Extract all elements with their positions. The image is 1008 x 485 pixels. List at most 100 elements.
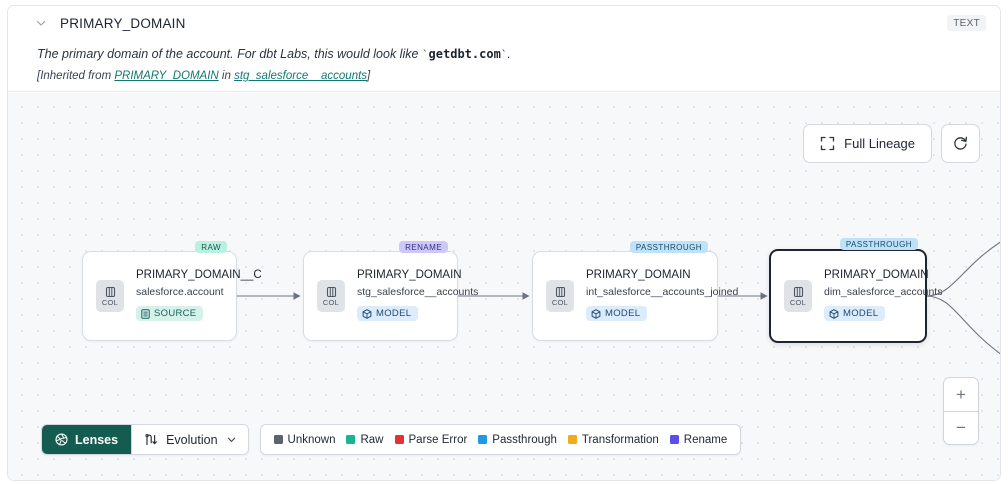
- lineage-node[interactable]: RENAME COL PRIMARY_DOMAIN stg_salesforce…: [303, 241, 478, 341]
- legend-label: Passthrough: [492, 433, 557, 446]
- cube-icon: [362, 308, 372, 319]
- canvas-bottom-bar: Lenses Evolution: [41, 424, 742, 455]
- column-chip: COL: [546, 280, 574, 312]
- column-icon: [105, 286, 115, 297]
- node-text: PRIMARY_DOMAIN dim_salesforce_accounts M…: [824, 268, 942, 324]
- node-kind-badge: MODEL: [824, 306, 886, 322]
- legend-label: Transformation: [581, 433, 659, 446]
- inherited-mid: in: [218, 70, 235, 82]
- inherited-suffix: ]: [367, 70, 371, 82]
- column-chip: COL: [317, 280, 345, 312]
- legend-item: Passthrough: [478, 434, 557, 446]
- node-kind-label: MODEL: [843, 308, 879, 320]
- zoom-controls: + −: [943, 377, 979, 445]
- description-suffix: .: [507, 47, 511, 61]
- lineage-canvas[interactable]: RAW COL PRIMARY_DOMAIN__C salesforce.acc…: [8, 93, 1000, 480]
- node-name: PRIMARY_DOMAIN: [824, 269, 929, 282]
- legend-item: Rename: [669, 433, 728, 446]
- inherited-model-link[interactable]: stg_salesforce__accounts: [234, 70, 368, 82]
- lineage-node[interactable]: RAW COL PRIMARY_DOMAIN__C salesforce.acc…: [82, 241, 262, 341]
- description-code: getdbt.com: [428, 47, 501, 61]
- type-badge: TEXT: [947, 15, 986, 31]
- legend-swatch: [394, 435, 404, 444]
- database-icon: [141, 309, 150, 319]
- column-chip-label: COL: [322, 297, 340, 307]
- node-name: PRIMARY_DOMAIN: [357, 269, 462, 282]
- canvas-top-controls: Full Lineage: [803, 124, 980, 163]
- node-tag: PASSTHROUGH: [629, 241, 708, 253]
- inherited-column-link[interactable]: PRIMARY_DOMAIN: [114, 70, 219, 82]
- column-icon: [555, 286, 565, 297]
- full-lineage-button[interactable]: Full Lineage: [803, 124, 932, 163]
- legend-label: Unknown: [287, 433, 336, 446]
- backtick-open: `: [421, 48, 429, 61]
- column-detail-card: PRIMARY_DOMAIN TEXT The primary domain o…: [7, 5, 1001, 481]
- node-tag: RENAME: [399, 241, 448, 253]
- node-tag: RAW: [195, 241, 227, 253]
- legend-swatch: [669, 435, 679, 444]
- chevron-down-icon[interactable]: [34, 16, 48, 30]
- backtick-close: `: [500, 48, 508, 61]
- chevron-down-icon: [226, 434, 237, 445]
- node-kind-badge: MODEL: [357, 306, 419, 322]
- lineage-node-selected[interactable]: PASSTHROUGH COL PRIMARY_DOMAIN dim_sales…: [769, 238, 942, 343]
- evolution-dropdown[interactable]: Evolution: [131, 425, 248, 454]
- zoom-out-button[interactable]: −: [944, 411, 978, 444]
- header-row: PRIMARY_DOMAIN TEXT: [8, 6, 1000, 40]
- column-chip-label: COL: [551, 297, 569, 307]
- node-subtitle: salesforce.account: [136, 286, 224, 299]
- legend-item: Parse Error: [394, 433, 468, 446]
- inherited-note: [Inherited from PRIMARY_DOMAIN in stg_sa…: [8, 63, 1000, 82]
- node-subtitle: stg_salesforce__accounts: [357, 286, 479, 299]
- node-kind-label: MODEL: [605, 308, 641, 320]
- lenses-button[interactable]: Lenses: [42, 425, 132, 454]
- legend-swatch: [273, 435, 283, 444]
- legend-item: Unknown: [273, 433, 336, 446]
- legend-item: Transformation: [567, 433, 659, 446]
- inherited-prefix: [Inherited from: [37, 70, 115, 82]
- lenses-evolution-group: Lenses Evolution: [41, 424, 249, 455]
- cube-icon: [829, 308, 839, 319]
- column-chip-label: COL: [101, 297, 119, 307]
- evolution-label: Evolution: [166, 432, 218, 447]
- node-content: COL PRIMARY_DOMAIN stg_salesforce__accou…: [304, 252, 478, 340]
- cube-icon: [591, 308, 601, 319]
- node-subtitle: int_salesforce__accounts_joined: [586, 286, 739, 299]
- flow-icon: [144, 433, 158, 447]
- aperture-icon: [55, 433, 68, 446]
- node-text: PRIMARY_DOMAIN__C salesforce.account SOU…: [136, 268, 262, 324]
- page-title: PRIMARY_DOMAIN: [60, 15, 186, 31]
- legend-item: Raw: [346, 433, 384, 446]
- column-chip: COL: [96, 280, 124, 312]
- node-content: COL PRIMARY_DOMAIN__C salesforce.account: [83, 252, 262, 340]
- legend-swatch: [567, 435, 577, 444]
- card-header: PRIMARY_DOMAIN TEXT The primary domain o…: [8, 6, 1000, 92]
- node-kind-label: SOURCE: [154, 308, 197, 320]
- column-chip-label: COL: [789, 297, 807, 307]
- zoom-in-button[interactable]: +: [944, 378, 978, 411]
- lineage-node[interactable]: PASSTHROUGH COL PRIMARY_DOMAIN int_sales…: [532, 241, 738, 341]
- legend-label: Rename: [683, 433, 728, 446]
- legend-swatch: [346, 435, 356, 444]
- node-content: COL PRIMARY_DOMAIN int_salesforce__accou…: [533, 252, 738, 340]
- node-kind-badge: MODEL: [586, 306, 648, 322]
- refresh-button[interactable]: [941, 124, 980, 163]
- full-lineage-label: Full Lineage: [844, 136, 915, 151]
- refresh-icon: [952, 135, 969, 152]
- legend-swatch: [478, 435, 488, 444]
- legend-label: Raw: [360, 433, 384, 446]
- node-kind-badge: SOURCE: [136, 306, 204, 322]
- edge-type-legend: Unknown Raw Parse Error Passthrough: [259, 424, 742, 455]
- node-kind-label: MODEL: [376, 308, 412, 320]
- node-text: PRIMARY_DOMAIN int_salesforce__accounts_…: [586, 268, 738, 324]
- node-text: PRIMARY_DOMAIN stg_salesforce__accounts …: [357, 268, 478, 324]
- legend-label: Parse Error: [408, 433, 468, 446]
- lenses-label: Lenses: [75, 432, 119, 447]
- node-name: PRIMARY_DOMAIN__C: [136, 269, 262, 282]
- column-chip: COL: [784, 280, 812, 312]
- column-icon: [793, 286, 803, 297]
- node-subtitle: dim_salesforce_accounts: [824, 286, 943, 299]
- column-description: The primary domain of the account. For d…: [8, 40, 1000, 63]
- node-name: PRIMARY_DOMAIN: [586, 269, 691, 282]
